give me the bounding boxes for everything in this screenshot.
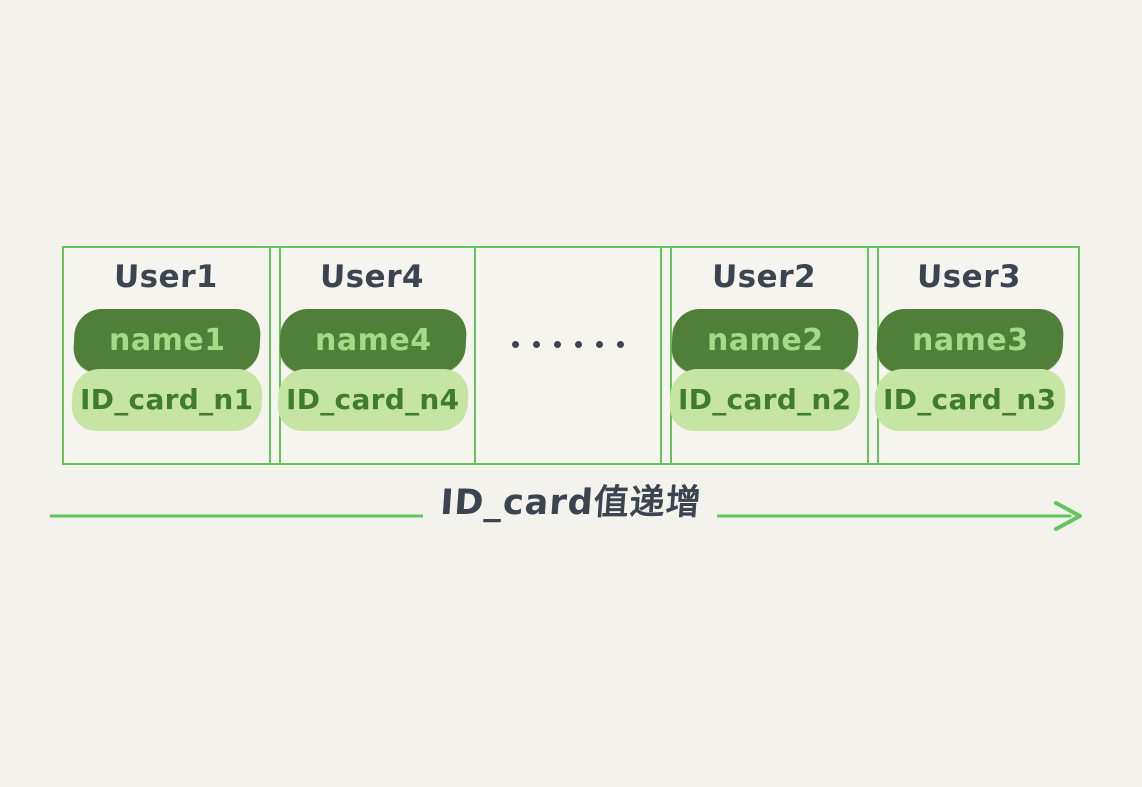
name-pill-label: name2 bbox=[706, 323, 823, 358]
name-pill-label: name4 bbox=[314, 323, 431, 358]
table-cell-user2: User2 name2 ID_card_n2 bbox=[660, 248, 867, 463]
ellipsis-dot bbox=[554, 341, 561, 348]
user-index-table: User1 name1 ID_card_n1 User4 name4 ID_ca… bbox=[62, 246, 1080, 465]
pill-stack: name4 ID_card_n4 bbox=[271, 309, 474, 431]
id-card-pill: ID_card_n4 bbox=[275, 369, 470, 431]
cell-title: User1 bbox=[113, 259, 220, 295]
name-pill: name2 bbox=[669, 309, 860, 373]
ellipsis-dot bbox=[533, 341, 540, 348]
id-card-pill: ID_card_n1 bbox=[69, 369, 264, 431]
pill-stack: name3 ID_card_n3 bbox=[869, 309, 1070, 431]
id-card-pill-label: ID_card_n2 bbox=[677, 383, 852, 416]
name-pill: name4 bbox=[277, 309, 468, 373]
name-pill: name3 bbox=[874, 309, 1065, 373]
table-cell-user4: User4 name4 ID_card_n4 bbox=[269, 248, 474, 463]
cell-title: User2 bbox=[711, 259, 818, 295]
cell-title: User4 bbox=[319, 259, 426, 295]
ellipsis-dots bbox=[512, 341, 624, 370]
increasing-axis-arrow bbox=[50, 492, 1090, 544]
name-pill-label: name3 bbox=[911, 323, 1028, 358]
pill-stack: name2 ID_card_n2 bbox=[662, 309, 867, 431]
name-pill-label: name1 bbox=[108, 323, 225, 358]
id-card-pill: ID_card_n3 bbox=[872, 369, 1067, 431]
id-card-pill-label: ID_card_n3 bbox=[882, 383, 1057, 416]
table-cell-ellipsis bbox=[474, 248, 660, 463]
name-pill: name1 bbox=[71, 309, 262, 373]
table-cell-user3: User3 name3 ID_card_n3 bbox=[867, 248, 1070, 463]
id-card-pill-label: ID_card_n1 bbox=[79, 383, 254, 416]
id-card-pill: ID_card_n2 bbox=[667, 369, 862, 431]
table-cell-user1: User1 name1 ID_card_n1 bbox=[64, 248, 269, 463]
column-rule bbox=[670, 248, 672, 463]
cell-title: User3 bbox=[916, 259, 1023, 295]
ellipsis-dot bbox=[512, 341, 519, 348]
ellipsis-dot bbox=[617, 341, 624, 348]
id-card-pill-label: ID_card_n4 bbox=[285, 383, 460, 416]
pill-stack: name1 ID_card_n1 bbox=[64, 309, 269, 431]
ellipsis-dot bbox=[575, 341, 582, 348]
ellipsis-dot bbox=[596, 341, 603, 348]
